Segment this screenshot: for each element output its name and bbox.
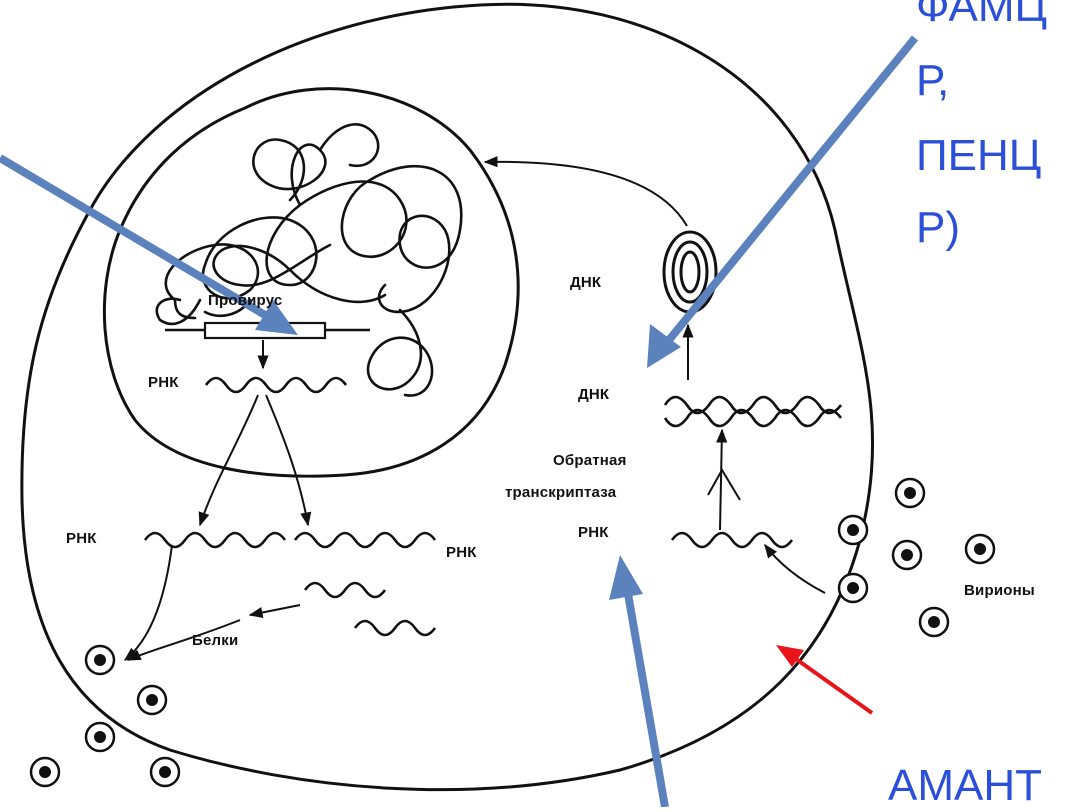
virion — [920, 608, 948, 636]
virion — [86, 723, 114, 751]
protein-wave-2 — [355, 621, 435, 635]
arrow-virion-entry — [765, 545, 825, 593]
virion — [839, 516, 867, 544]
label-provirus: Провирус — [208, 292, 282, 309]
virion — [86, 646, 114, 674]
label-rna-right: РНК — [446, 544, 477, 561]
annotation-drug-line-2: Р, — [916, 58, 949, 104]
label-rna-nucleus: РНК — [148, 374, 179, 391]
annotation-arrowhead-rna — [609, 555, 643, 600]
annotation-amantadine: АМАНТ — [888, 763, 1042, 809]
rna-wave-left — [145, 533, 285, 547]
annotation-drug-line-4: Р) — [916, 205, 960, 251]
label-proteins: Белки — [192, 632, 238, 649]
virion — [839, 574, 867, 602]
dna-ring — [664, 232, 716, 312]
virion — [896, 479, 924, 507]
cell-membrane — [22, 4, 873, 789]
label-dna-double: ДНК — [578, 386, 609, 403]
arrow-rna-left — [200, 395, 258, 525]
virion — [966, 535, 994, 563]
virion — [31, 758, 59, 786]
protein-wave-1 — [305, 583, 385, 597]
red-arrow — [776, 645, 872, 713]
arrow-ring-to-nucleus — [485, 162, 687, 226]
label-reverse-transcriptase-1: Обратная — [553, 452, 627, 469]
rna-wave-nucleus — [206, 378, 346, 392]
annotation-drug-line-3: ПЕНЦ — [916, 133, 1041, 179]
virion — [138, 686, 166, 714]
chromatin — [157, 124, 462, 395]
annotation-drug-line-1: ФАМЦ — [916, 0, 1047, 30]
label-dna-ring: ДНК — [570, 274, 601, 291]
arrow-to-virions-left — [125, 545, 172, 660]
label-rna-left: РНК — [66, 530, 97, 547]
rna-wave-right — [295, 533, 435, 547]
label-virions: Вирионы — [964, 582, 1035, 599]
virion — [893, 541, 921, 569]
label-reverse-transcriptase-2: транскриптаза — [505, 484, 616, 501]
annotation-arrow-dna — [665, 38, 915, 345]
arrow-rna-to-dna — [720, 430, 722, 530]
rna-wave-entry — [672, 533, 792, 547]
label-rna-entry: РНК — [578, 524, 609, 541]
dna-double-strand — [665, 397, 841, 426]
arrow-to-proteins — [250, 605, 300, 615]
arrow-rna-right — [266, 395, 308, 525]
virion — [151, 758, 179, 786]
annotation-arrow-rna — [627, 588, 665, 807]
virions-right — [839, 479, 994, 636]
